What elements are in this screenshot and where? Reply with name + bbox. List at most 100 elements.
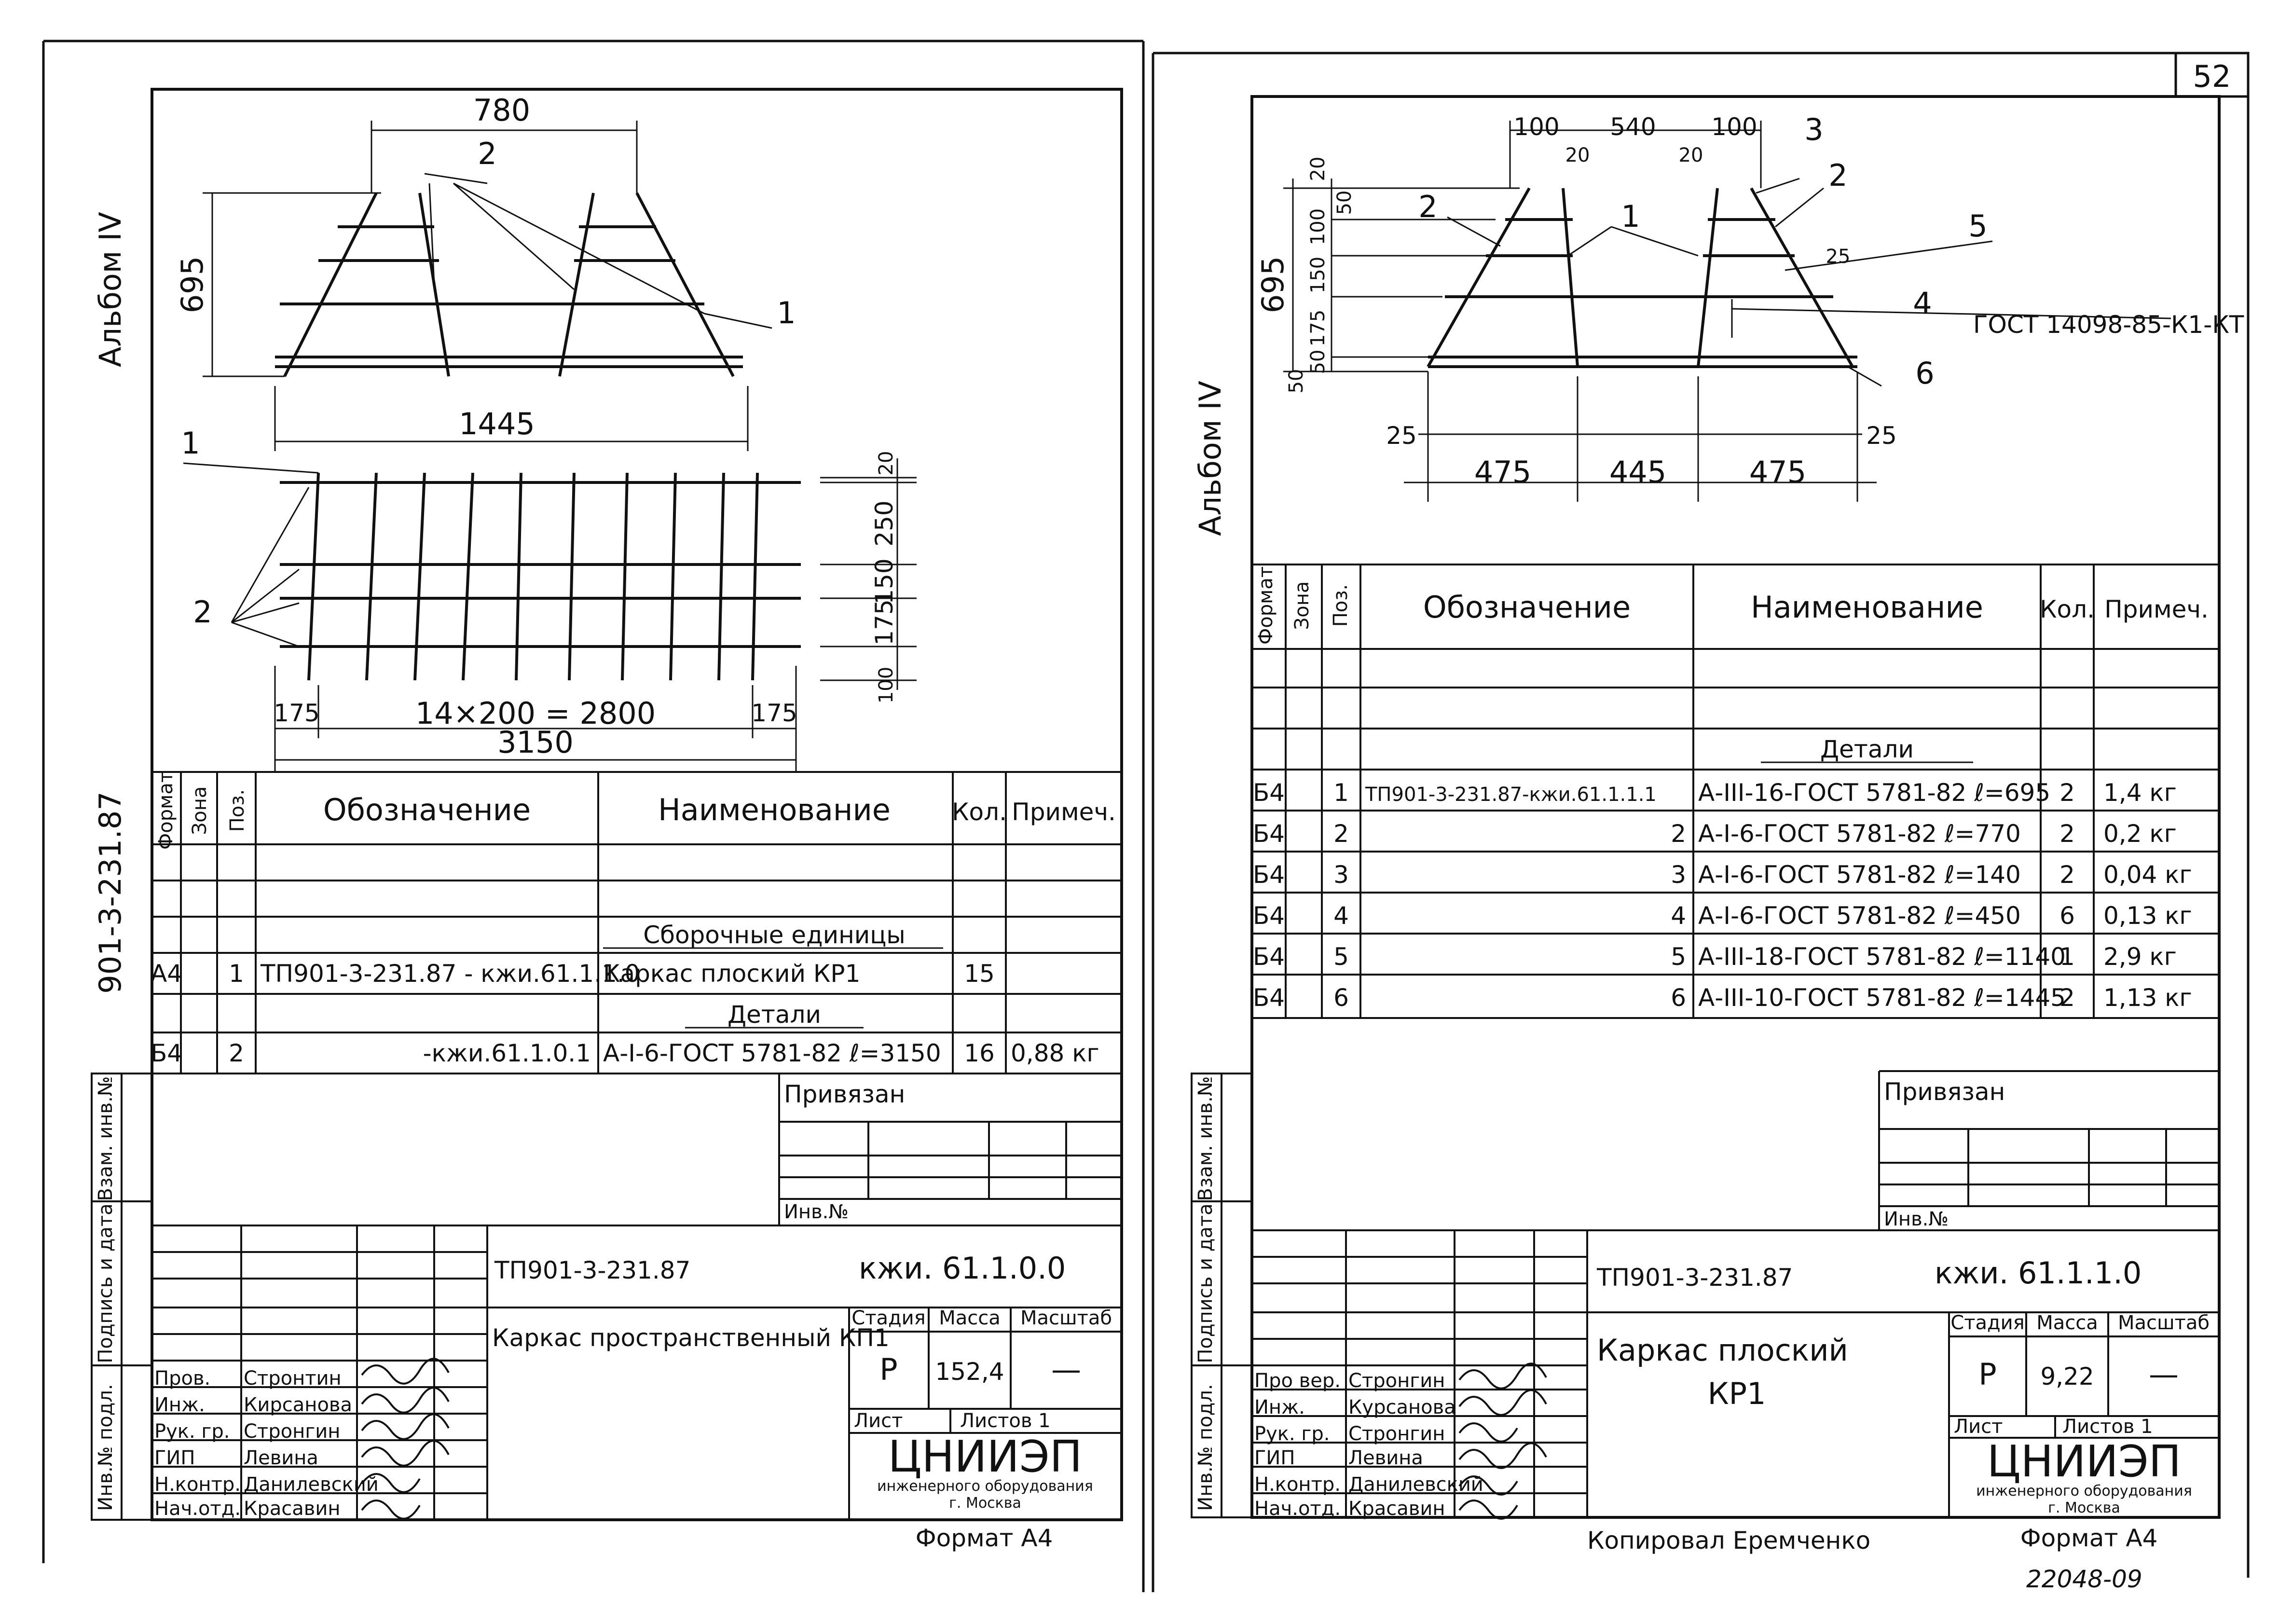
- right-row6-qty: 2: [2059, 984, 2075, 1012]
- left-spec-h-name: Наименование: [658, 792, 891, 827]
- left-dim-top: 780: [473, 93, 530, 128]
- left-staff-name-3: Левина: [244, 1447, 318, 1469]
- right-row5-note: 2,9 кг: [2103, 943, 2177, 971]
- paper-frame: [42, 40, 2250, 1592]
- right-dim-t540: 540: [1610, 113, 1656, 141]
- left-spec-h-note: Примеч.: [1012, 798, 1116, 826]
- right-dim-v20: 20: [1307, 157, 1329, 181]
- right-row4-name: А-I-6-ГОСТ 5781-82 ℓ=450: [1698, 902, 2021, 930]
- right-dim-d25a: 25: [1386, 422, 1417, 450]
- left-plan-dims: [183, 458, 917, 772]
- sheet-number: 52: [2193, 59, 2231, 94]
- right-row1-designation: ТП901-3-231.87-кжи.61.1.1.1: [1365, 784, 1657, 806]
- right-copied: Копировал Еремченко: [1587, 1527, 1870, 1555]
- left-privyazan: Привязан: [784, 1080, 905, 1108]
- right-title-name2: КР1: [1708, 1376, 1766, 1411]
- right-row3-note: 0,04 кг: [2103, 861, 2192, 889]
- right-row2-name: А-I-6-ГОСТ 5781-82 ℓ=770: [1698, 820, 2021, 848]
- left-row1-designation: ТП901-3-231.87 - кжи.61.1.1.0: [260, 960, 640, 988]
- right-row6-format: Б4: [1253, 984, 1285, 1012]
- left-row1-pos: 1: [229, 960, 244, 988]
- left-scale: —: [1051, 1352, 1081, 1387]
- left-spec-h-zone: Зона: [189, 786, 211, 835]
- left-row1-name: Каркас плоский КР1: [603, 960, 860, 988]
- left-stamp-vzam: Взам. инв.№: [95, 1076, 117, 1201]
- left-callout-1-plan: 1: [181, 426, 200, 461]
- right-dim-v100: 100: [1307, 208, 1329, 245]
- right-staff-role-0: Про вер.: [1254, 1370, 1341, 1392]
- right-row3-name: А-I-6-ГОСТ 5781-82 ℓ=140: [1698, 861, 2021, 889]
- right-stamp-vzam: Взам. инв.№: [1194, 1076, 1217, 1201]
- left-staff-name-4: Данилевский: [244, 1473, 379, 1496]
- right-staff-role-2: Рук. гр.: [1254, 1423, 1330, 1445]
- right-row5-pos: 5: [1333, 943, 1349, 971]
- right-row3-format: Б4: [1253, 861, 1285, 889]
- right-row1-pos: 1: [1333, 779, 1349, 807]
- right-spec-h-note: Примеч.: [2104, 595, 2209, 623]
- right-title-name1: Каркас плоский: [1597, 1333, 1848, 1368]
- right-dim-v175: 175: [1307, 310, 1329, 346]
- left-staff-role-5: Нач.отд.: [154, 1498, 241, 1520]
- right-spec-h-pos: Поз.: [1330, 584, 1352, 627]
- left-scale-label: Масштаб: [1020, 1307, 1112, 1329]
- left-staff-role-3: ГИП: [154, 1447, 195, 1469]
- sheet-number-box: [2174, 52, 2250, 98]
- right-callout-3: 3: [1804, 112, 1823, 147]
- right-frame: [1250, 95, 2221, 1519]
- right-spec-h-zone: Зона: [1291, 581, 1313, 630]
- left-dim-v250: 250: [870, 500, 898, 546]
- right-title-mark: кжи. 61.1.1.0: [1935, 1255, 2142, 1291]
- right-callout-2b: 2: [1828, 158, 1847, 193]
- left-sheet: Альбом IV 901-3-231.87 Инв.№ подл. Подпи…: [91, 88, 1123, 1552]
- left-stage: Р: [879, 1352, 897, 1387]
- left-staff-role-4: Н.контр.: [154, 1473, 241, 1496]
- right-row2-designation: 2: [1671, 820, 1686, 848]
- right-dim-t100a: 100: [1513, 113, 1559, 141]
- left-sheet-label: Лист: [854, 1410, 903, 1432]
- right-scale: —: [2149, 1357, 2179, 1392]
- left-spec-table: [152, 771, 1122, 1074]
- left-format: Формат А4: [916, 1524, 1053, 1552]
- left-spec-h-pos: Поз.: [226, 789, 248, 832]
- right-row1-name: А-III-16-ГОСТ 5781-82 ℓ=695: [1698, 779, 2050, 807]
- left-spec-section2: Детали: [728, 1001, 821, 1029]
- right-dim-h695: 695: [1255, 256, 1291, 313]
- right-stage: Р: [1978, 1357, 1996, 1392]
- left-frame: [151, 88, 1123, 1521]
- left-row2-designation: -кжи.61.1.0.1: [423, 1039, 591, 1067]
- right-row5-format: Б4: [1253, 943, 1285, 971]
- left-dim-v100: 100: [875, 667, 897, 703]
- right-dim-v50c: 50: [1285, 369, 1307, 394]
- right-callout-5: 5: [1968, 208, 1987, 244]
- right-row4-designation: 4: [1671, 902, 1686, 930]
- right-side-stamp: [1191, 1073, 1253, 1518]
- left-dim-height: 695: [175, 256, 210, 313]
- left-dim-total: 3150: [497, 725, 574, 760]
- right-title-code: ТП901-3-231.87: [1596, 1264, 1793, 1292]
- right-dim-v50b: 50: [1307, 350, 1329, 374]
- left-mass-label: Масса: [939, 1307, 1001, 1329]
- right-org-sub2: г. Москва: [2048, 1500, 2120, 1516]
- left-title-code: ТП901-3-231.87: [494, 1256, 690, 1284]
- left-staff-role-1: Инж.: [154, 1394, 205, 1416]
- right-row4-format: Б4: [1253, 902, 1285, 930]
- right-row4-pos: 4: [1333, 902, 1349, 930]
- right-mass: 9,22: [2040, 1363, 2094, 1390]
- right-callout-6: 6: [1915, 356, 1934, 391]
- right-signatures: [1458, 1363, 1547, 1520]
- right-dim-t100b: 100: [1711, 113, 1757, 141]
- left-spec-h-qty: Кол.: [952, 798, 1007, 826]
- right-row5-name: А-III-18-ГОСТ 5781-82 ℓ=1140: [1698, 943, 2066, 971]
- right-spec-table: [1252, 564, 2219, 1019]
- right-dim-v50a: 50: [1333, 191, 1356, 215]
- left-dim-v175: 175: [870, 599, 898, 645]
- right-spec-h-name: Наименование: [1751, 590, 1983, 625]
- right-sheet: 52 Альбом IV Инв.№ подл. Подпись и дата …: [1191, 52, 2250, 1593]
- right-staff-name-4: Данилевский: [1348, 1473, 1483, 1496]
- left-callout-2-plan: 2: [193, 594, 212, 630]
- left-staff-role-0: Пров.: [154, 1367, 210, 1390]
- left-row2-qty: 16: [964, 1039, 995, 1067]
- right-stage-label: Стадия: [1950, 1312, 2024, 1334]
- right-staff-name-3: Левина: [1348, 1447, 1423, 1469]
